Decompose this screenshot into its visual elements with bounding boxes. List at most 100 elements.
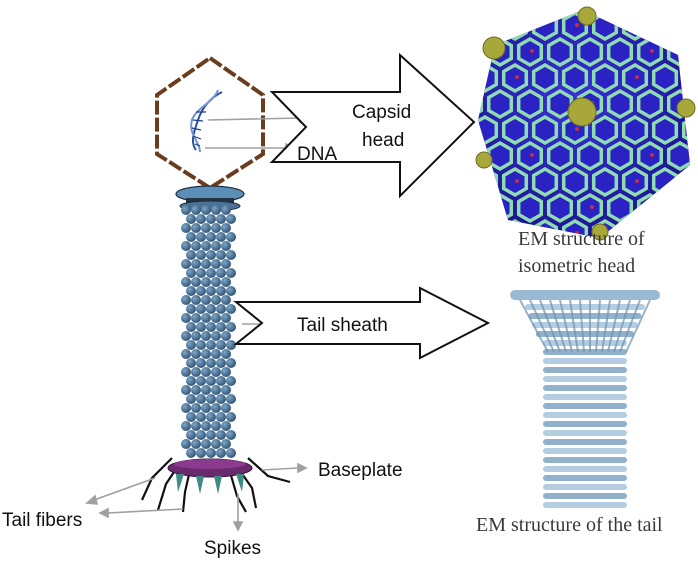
em-head-cell [591, 62, 619, 94]
tail-bead [191, 421, 201, 431]
em-head-cell [681, 10, 690, 42]
em-tail-ring [543, 367, 627, 373]
em-tail-ring [543, 493, 627, 499]
tail-bead [211, 205, 221, 215]
tail-bead [216, 250, 226, 260]
tail-bead [206, 448, 216, 458]
em-head-dot [470, 0, 474, 1]
tail-bead [186, 214, 196, 224]
em-head-dot [650, 257, 654, 261]
tail-bead [191, 241, 201, 251]
tail-bead [196, 412, 206, 422]
tail-bead [196, 214, 206, 224]
capsid-arrow [269, 52, 476, 199]
tail-bead [206, 430, 216, 440]
tail-bead [191, 313, 201, 323]
tail-bead [181, 421, 191, 431]
tail-bead [201, 331, 211, 341]
em-head-cell [681, 218, 690, 238]
tail-bead [206, 268, 216, 278]
tail-bead [196, 448, 206, 458]
em-head-cell [621, 166, 649, 198]
tail-bead [226, 286, 236, 296]
tail-bead [206, 286, 216, 296]
tail-bead [201, 205, 211, 215]
tail-bead [201, 295, 211, 305]
em-tail-ring [543, 502, 627, 508]
em-head-cell [576, 36, 604, 68]
tail-bead [196, 376, 206, 386]
tail-bead [221, 349, 231, 359]
em-head-cell [486, 88, 514, 120]
em-head-cell [516, 10, 544, 16]
em-tail-ring [543, 466, 627, 472]
tail-bead [211, 295, 221, 305]
tail-bead [221, 295, 231, 305]
tail-bead [211, 367, 221, 377]
em-head-cell [606, 192, 634, 224]
tail-bead [226, 358, 236, 368]
em-head-cell [501, 62, 529, 94]
tail-bead [196, 394, 206, 404]
tail-bead [216, 214, 226, 224]
tail-bead [186, 250, 196, 260]
em-head-cell [681, 114, 690, 146]
em-head-cell [489, 247, 512, 273]
em-head-cell [486, 192, 514, 224]
tail-bead [196, 304, 206, 314]
tail-bead [186, 448, 196, 458]
em-head-cell [621, 114, 649, 146]
tail-bead [221, 223, 231, 233]
em-tail-ring [543, 385, 627, 391]
tail-bead [226, 214, 236, 224]
tail-bead [191, 403, 201, 413]
em-head-cell [651, 166, 679, 198]
tail-bead [181, 277, 191, 287]
em-head-dot [530, 153, 534, 157]
em-tail-strand [579, 299, 585, 353]
em-head-cell [478, 10, 499, 42]
tail-bead [186, 304, 196, 314]
em-head-cell [636, 88, 664, 120]
tail-bead [186, 322, 196, 332]
tail-bead [226, 448, 236, 458]
em-head-dot [590, 205, 594, 209]
em-head-cell [681, 62, 690, 94]
em-head-cell [621, 62, 649, 94]
tail-bead [221, 205, 231, 215]
em-head-cell [478, 62, 499, 94]
em-head-cell [478, 218, 499, 238]
em-head-cell [666, 140, 690, 172]
em-head-cell [501, 166, 529, 198]
tail-bead [216, 412, 226, 422]
tail-bead [211, 421, 221, 431]
tail-bead [196, 268, 206, 278]
tail-bead [211, 277, 221, 287]
em-head-cell [516, 140, 544, 172]
tail-bead [196, 250, 206, 260]
em-head-cell [561, 62, 589, 94]
em-head-cell [478, 114, 499, 146]
tail-bead [181, 439, 191, 449]
tail-bead [206, 394, 216, 404]
em-head-cell [516, 88, 544, 120]
tail-bead [201, 313, 211, 323]
tail-bead [181, 403, 191, 413]
em-head-cell [459, 247, 482, 273]
em-head-dot [650, 49, 654, 53]
em-tail-strand [625, 299, 651, 353]
em-head-dot [635, 179, 639, 183]
em-head-dot [575, 23, 579, 27]
tail-bead [226, 412, 236, 422]
em-tail-ring [543, 484, 627, 490]
em-head-dot [470, 101, 474, 105]
em-tail-ring [543, 394, 627, 400]
em-head-cell [486, 10, 514, 16]
tail-bead [191, 205, 201, 215]
em-tail-ring [543, 358, 627, 364]
tail-bead [191, 385, 201, 395]
em-head-cell [501, 10, 529, 42]
tail-bead [206, 250, 216, 260]
em-head-dot [635, 75, 639, 79]
em-head-dot [515, 179, 519, 183]
